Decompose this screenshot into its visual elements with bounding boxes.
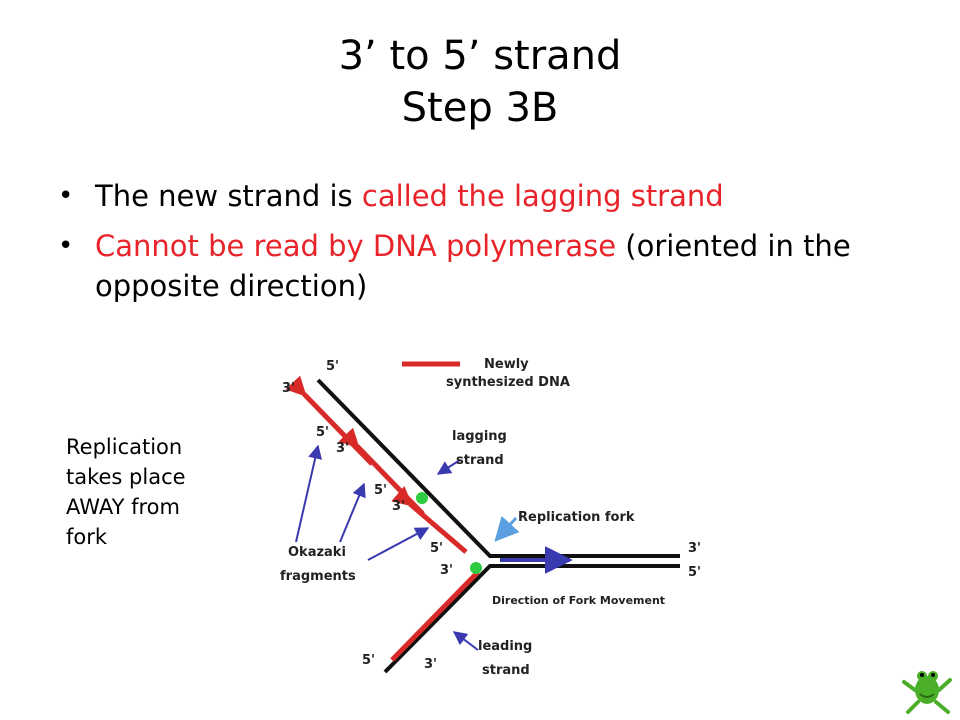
bullet-item: Cannot be read by DNA polymerase (orient… [58, 226, 928, 306]
primer-dot [416, 492, 428, 504]
lagging-label-1: lagging [452, 429, 507, 444]
end-label: 5' [430, 541, 443, 556]
end-label: 5' [374, 483, 387, 498]
leading-strand-new [390, 570, 480, 662]
title-line-1: 3’ to 5’ strand [338, 33, 622, 79]
okazaki-fragment [391, 485, 468, 554]
fork-pointer-arrow [494, 515, 520, 542]
side-note-line: Replication [66, 435, 183, 459]
okazaki-label-1: Okazaki [288, 545, 346, 560]
okazaki-label-2: fragments [280, 569, 356, 584]
okazaki-pointer-arrow [295, 444, 323, 543]
okazaki-pointer-arrow [367, 527, 430, 561]
end-label: 3' [282, 381, 295, 396]
parent-strand-bottom [383, 564, 680, 674]
bullet-text: (oriented in the opposite direction) [95, 229, 851, 303]
leading-label-1: leading [478, 639, 532, 654]
bullet-item: The new strand is called the lagging str… [58, 176, 928, 216]
slide-title: 3’ to 5’ strand Step 3B [0, 30, 960, 134]
parent-strand-top [316, 378, 680, 558]
okazaki-fragments [285, 375, 468, 554]
end-label: 5' [316, 425, 329, 440]
side-note-line: AWAY from [66, 495, 180, 519]
leading-label-2: strand [482, 663, 530, 678]
end-label: 5' [362, 653, 375, 668]
end-label: 3' [336, 441, 349, 456]
primer-dot [470, 562, 482, 574]
legend-label-1: Newly [484, 357, 529, 372]
lagging-label-2: strand [456, 453, 504, 468]
leading-pointer-arrow [452, 631, 479, 651]
end-label: 5' [688, 565, 701, 580]
direction-label: Direction of Fork Movement [492, 594, 665, 607]
end-label: 3' [688, 541, 701, 556]
parental-strands [316, 378, 680, 674]
legend-label-2: synthesized DNA [446, 375, 570, 390]
end-label: 5' [326, 359, 339, 374]
side-note: Replication takes place AWAY from fork [66, 432, 226, 552]
end-label: 3' [424, 657, 437, 672]
okazaki-pointer-arrow [339, 482, 366, 543]
bullet-highlight: Cannot be read by DNA polymerase [95, 229, 617, 263]
bullet-highlight: called the lagging strand [361, 179, 724, 213]
side-note-line: takes place [66, 465, 186, 489]
side-note-line: fork [66, 525, 108, 549]
frog-icon [902, 671, 952, 714]
bullet-text: The new strand is [95, 179, 362, 213]
bullet-list: The new strand is called the lagging str… [58, 176, 928, 316]
end-label: 3' [440, 563, 453, 578]
replication-fork-label: Replication fork [518, 510, 635, 525]
title-line-2: Step 3B [401, 85, 559, 131]
lagging-pointer-arrow [436, 459, 461, 475]
end-label: 3' [392, 499, 405, 514]
